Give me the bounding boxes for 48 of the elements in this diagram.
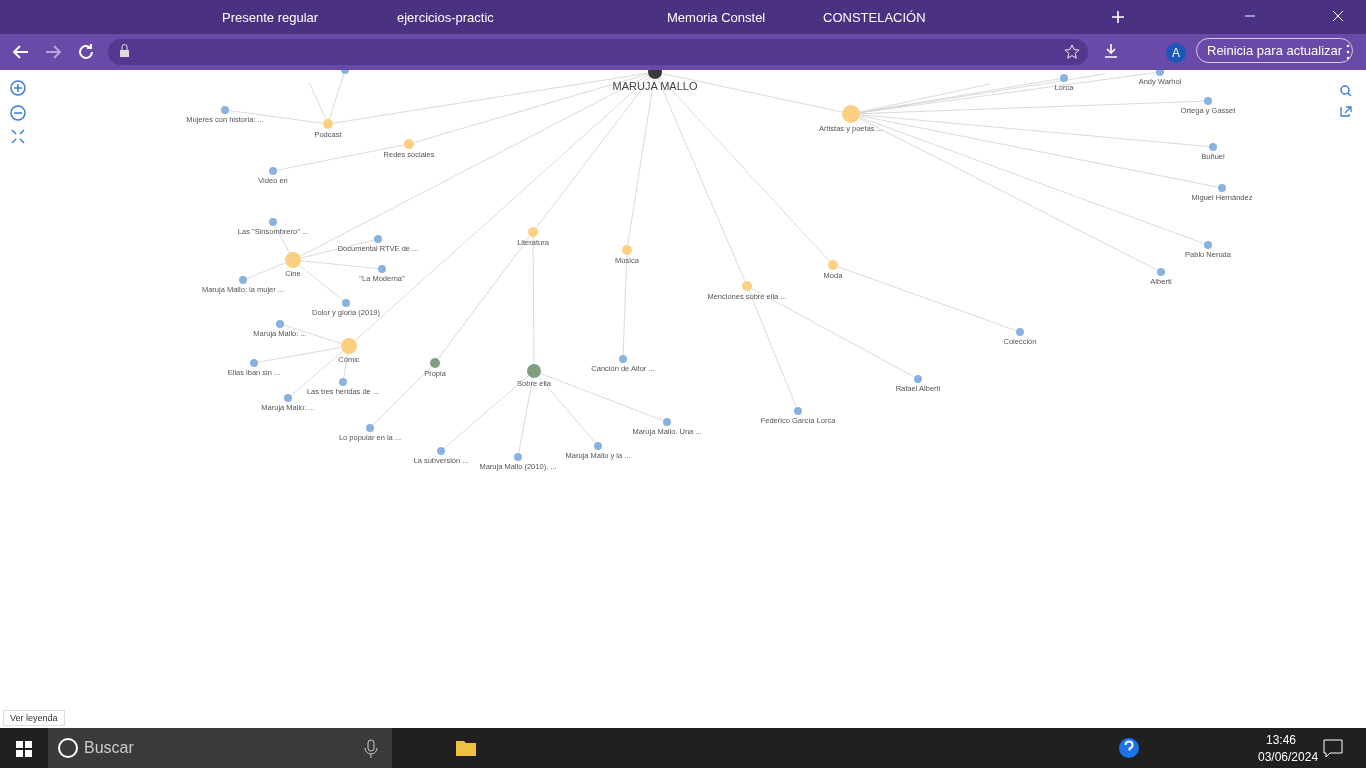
connector-line (661, 73, 843, 113)
connector-line (858, 117, 1158, 271)
connector-line (748, 290, 797, 408)
tab-title: Presente regular (222, 10, 319, 25)
connector-line (859, 83, 991, 113)
connector-line (413, 73, 649, 143)
connector-line (535, 77, 652, 229)
connector-line (257, 347, 342, 363)
connector-line (622, 254, 628, 356)
clock-time: 13:46 (1266, 733, 1297, 747)
connector-line (751, 288, 915, 378)
connector-line (246, 262, 286, 279)
search-placeholder: Buscar (84, 739, 134, 757)
connector-line (518, 377, 534, 454)
legend-toggle: Ver leyenda (3, 710, 65, 726)
connector-line (283, 324, 342, 344)
connector-line (276, 144, 405, 171)
connector-line (627, 78, 655, 246)
connector-line (290, 350, 344, 396)
tab-title: Memoria Constel (667, 10, 766, 25)
connector-line (443, 375, 530, 449)
connector-line (859, 115, 1219, 188)
connector-line (540, 373, 664, 421)
connector-line (532, 236, 535, 365)
connector-line (228, 110, 324, 124)
connector-line (837, 266, 1017, 332)
connector-line (343, 353, 349, 379)
connector-line (332, 72, 649, 124)
connector-line (437, 235, 531, 360)
clock-date: 03/06/2024 (1258, 750, 1319, 764)
tab-title: CONSTELACIÓN (823, 10, 926, 25)
node-label: MARUJA MALLO (612, 80, 698, 92)
connector-line (659, 76, 830, 262)
connector-line (859, 114, 1210, 148)
connector-line (300, 239, 375, 259)
connector-line (299, 74, 650, 257)
tab-title: ejercicios-practic (397, 10, 494, 25)
connector-line (300, 260, 379, 269)
connector-line (274, 225, 290, 254)
connector-line (372, 366, 432, 426)
connector-line (859, 116, 1205, 244)
connector-line (354, 76, 651, 342)
connector-line (538, 375, 596, 444)
connector-line (657, 78, 746, 282)
connector-line (298, 264, 344, 301)
connector-line (329, 73, 345, 120)
connector-line (308, 81, 327, 120)
connector-line (859, 100, 1205, 115)
